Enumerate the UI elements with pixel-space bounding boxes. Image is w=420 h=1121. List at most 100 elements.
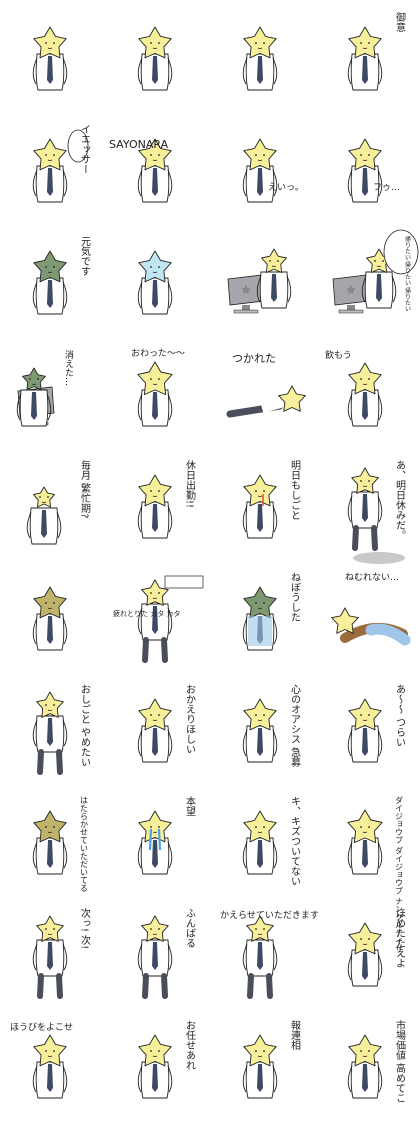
sticker-14[interactable]: おわった〜〜 <box>105 336 210 448</box>
sticker-7[interactable]: えいっ。 <box>210 112 315 224</box>
star-person <box>32 691 68 775</box>
sticker-9[interactable]: 元気です <box>0 224 105 336</box>
eye <box>158 42 160 44</box>
star-head <box>138 1034 172 1067</box>
sticker-caption: つかれた <box>232 352 276 365</box>
star-head <box>243 586 277 619</box>
eye <box>158 928 160 930</box>
sticker-38[interactable]: お任せあれ <box>105 1008 210 1120</box>
sticker-34[interactable]: ふんばる <box>105 896 210 1008</box>
sticker-15[interactable]: つかれた <box>210 336 315 448</box>
eye <box>368 42 370 44</box>
sticker-8[interactable]: フゥ… <box>315 112 420 224</box>
star-head <box>138 698 172 731</box>
sticker-caption: あ〜〜 つらい <box>394 684 406 747</box>
star-oasis-icon: 心のオアシス 急募 <box>242 684 301 768</box>
mouth <box>362 1055 368 1057</box>
sticker-27[interactable]: 心のオアシス 急募 <box>210 672 315 784</box>
sticker-31[interactable]: キ、キズついてない <box>210 784 315 896</box>
eye <box>45 266 47 268</box>
star-person <box>347 138 383 203</box>
eye <box>360 714 362 716</box>
sticker-32[interactable]: ダイジョウブ ダイジョウブ ナンクルナイサ <box>315 784 420 953</box>
eye <box>158 154 160 156</box>
pants <box>142 637 168 663</box>
sticker-21[interactable] <box>0 560 105 672</box>
sticker-20[interactable]: あ、明日休みだ。 <box>315 448 420 564</box>
sticker-37[interactable]: ほうびをよこせ <box>0 1008 105 1120</box>
star-head <box>330 607 360 635</box>
sticker-caption: かえらせていただきます <box>220 910 319 921</box>
tie <box>152 56 158 84</box>
sticker-36[interactable]: ほめたたえよ <box>315 896 420 1008</box>
tie <box>152 942 158 970</box>
star-market-value-icon: 市場価値 高めてこ <box>347 1019 406 1103</box>
sticker-22[interactable]: 疲れとりた カタ カタ <box>105 560 210 672</box>
sticker-caption: ねぼうした <box>289 572 301 622</box>
sticker-25[interactable]: おしごと やめたい <box>0 672 105 784</box>
sticker-16[interactable]: 飲もう <box>315 336 420 448</box>
sticker-13[interactable]: 消えた… <box>0 336 105 448</box>
star-person <box>32 1034 68 1099</box>
eye <box>360 480 362 482</box>
sticker-1[interactable] <box>0 0 105 112</box>
eye <box>255 490 257 492</box>
sticker-29[interactable]: はたらかせていただいてる <box>0 784 105 896</box>
tie <box>152 280 158 308</box>
sticker-18[interactable]: 休日出勤!! <box>105 448 210 560</box>
star-reward-icon: ほうびをよこせ <box>10 1022 73 1099</box>
sticker-35[interactable]: かえらせていただきます <box>210 896 319 1008</box>
eye <box>368 378 370 380</box>
eye <box>158 1050 160 1052</box>
sticker-19[interactable]: 明日もしごと <box>210 448 315 560</box>
sticker-26[interactable]: おかえりほしい <box>105 672 210 784</box>
sleeping-person <box>330 607 411 646</box>
star-typing-icon: 疲れとりた カタ カタ <box>113 575 204 663</box>
sticker-caption: えいっ。 <box>268 182 304 193</box>
sticker-23[interactable]: ねぼうした <box>210 560 315 672</box>
tie <box>47 942 53 970</box>
star-head <box>33 26 67 59</box>
star-wish-icon: おかえりほしい <box>137 684 196 763</box>
eye <box>374 260 376 262</box>
sticker-33[interactable]: 次っ! 次! <box>0 896 105 1008</box>
sticker-2[interactable] <box>105 0 210 112</box>
sticker-3[interactable] <box>210 0 315 112</box>
tie <box>362 494 368 522</box>
sticker-10[interactable] <box>105 224 210 336</box>
eye <box>255 154 257 156</box>
mouth <box>152 933 158 935</box>
green-star-icon: 元気です <box>32 236 91 315</box>
sticker-30[interactable]: 本望 <box>105 784 210 896</box>
sticker-caption: 報連相 <box>289 1020 301 1050</box>
star-head <box>348 362 382 395</box>
eye <box>53 1050 55 1052</box>
sticker-28[interactable]: あ〜〜 つらい <box>315 672 420 784</box>
star-head <box>243 138 277 171</box>
star-person <box>347 467 383 551</box>
sticker-17[interactable]: 毎月 繁忙期? <box>0 448 105 560</box>
sticker-6[interactable]: SAYONARA <box>105 112 210 224</box>
sticker-5[interactable]: イエッサー <box>0 112 105 224</box>
eye <box>45 704 47 706</box>
sticker-4[interactable]: 御意 <box>315 0 420 112</box>
sticker-24[interactable]: ねむれない… <box>315 560 420 672</box>
star-drink-icon: 飲もう <box>325 349 383 427</box>
eye <box>263 714 265 716</box>
pants <box>37 973 63 999</box>
sticker-40[interactable]: 市場価値 高めてこ <box>315 1008 420 1120</box>
sticker-12[interactable]: 帰りたい 帰りたい 帰りたい <box>315 224 420 336</box>
sticker-11[interactable] <box>210 224 315 336</box>
mouth <box>257 719 263 721</box>
eye <box>263 602 265 604</box>
star-wave-icon: SAYONARA <box>109 138 173 203</box>
star-person <box>32 915 68 999</box>
tie <box>152 168 158 196</box>
mouth <box>47 1055 53 1057</box>
sticker-39[interactable]: 報連相 <box>210 1008 315 1120</box>
star-person <box>137 474 173 539</box>
sticker-caption: 元気です <box>79 236 91 276</box>
star-head <box>348 698 382 731</box>
eye <box>158 592 160 594</box>
star-sleeping-icon: ねむれない… <box>330 572 411 646</box>
